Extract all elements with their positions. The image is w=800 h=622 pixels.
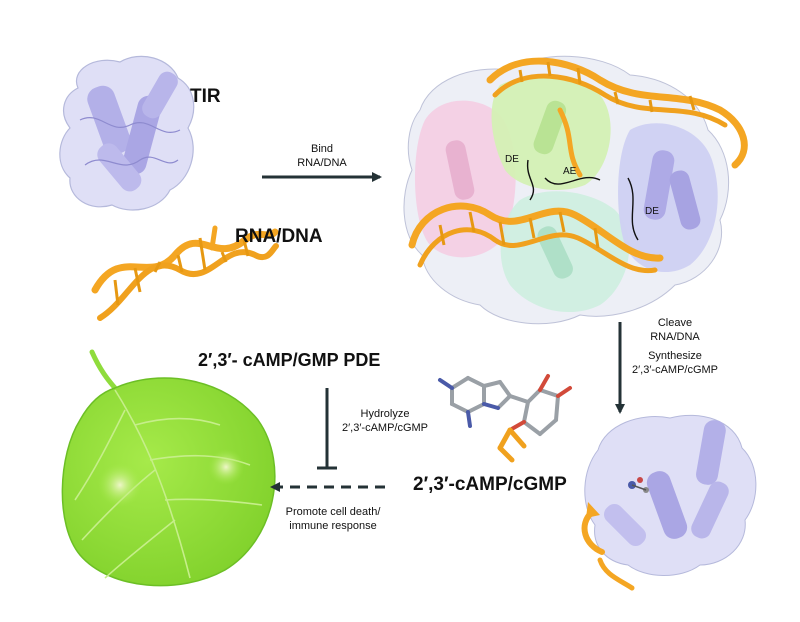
leaf xyxy=(61,349,276,587)
promote-label-line1: Promote cell death/ xyxy=(285,506,381,518)
cleave-label-line1: Cleave xyxy=(657,317,693,329)
synthesize-label-line1: Synthesize xyxy=(648,350,702,362)
hydrolyze-inhibition-arrow xyxy=(317,388,337,470)
ae-label: AE xyxy=(563,166,577,177)
tir-dna-complex-structure xyxy=(403,55,748,325)
tir-protein-structure xyxy=(59,55,195,211)
hydrolyze-label-line1: Hydrolyze xyxy=(360,408,410,420)
tir-ligand-structure xyxy=(581,414,757,591)
hydrolyze-label: Hydrolyze 2′,3′-cAMP/cGMP xyxy=(342,407,428,435)
promote-label: Promote cell death/ immune response xyxy=(286,505,381,533)
bound-ligand xyxy=(628,477,649,493)
de-right-label: DE xyxy=(645,206,659,217)
cleave-label: Cleave RNA/DNA xyxy=(650,316,700,344)
hydrolyze-label-line2: 2′,3′-cAMP/cGMP xyxy=(341,422,429,434)
rna-dna-helix xyxy=(91,225,279,321)
bind-label-line1: Bind xyxy=(310,143,334,155)
promote-label-line2: immune response xyxy=(289,520,377,532)
de-left-label: DE xyxy=(505,154,519,165)
camp-label: 2′,3′-cAMP/cGMP xyxy=(413,474,567,495)
bind-label-line2: RNA/DNA xyxy=(297,157,347,169)
leaf-lesion-spot xyxy=(98,463,142,507)
bind-label: Bind RNA/DNA xyxy=(297,142,347,170)
synthesize-label: Synthesize 2′,3′-cAMP/cGMP xyxy=(632,349,718,377)
camp-molecule xyxy=(438,374,572,463)
pde-label: 2′,3′- cAMP/GMP PDE xyxy=(198,350,381,370)
synthesize-label-line2: 2′,3′-cAMP/cGMP xyxy=(631,364,719,376)
cleave-label-line2: RNA/DNA xyxy=(650,331,700,343)
leaf-lesion-spot xyxy=(208,449,244,485)
tir-label: TIR xyxy=(190,86,221,107)
rna-dna-label: RNA/DNA xyxy=(235,226,323,247)
